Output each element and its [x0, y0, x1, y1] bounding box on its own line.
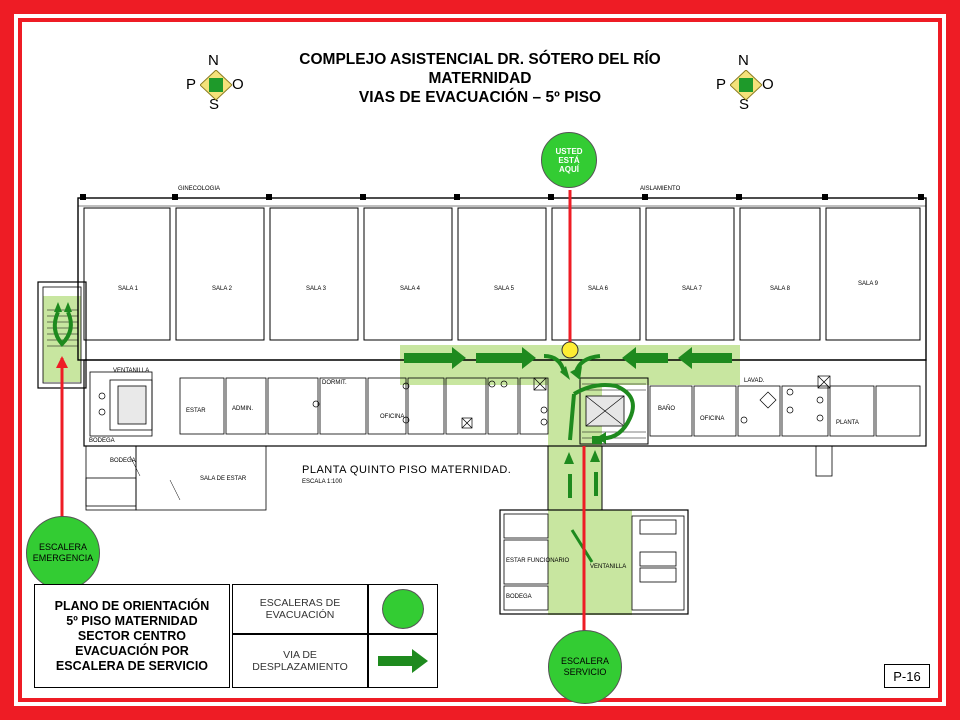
svg-text:BODEGA: BODEGA	[110, 458, 136, 464]
compass-rose-right: N P O S	[716, 52, 776, 116]
svg-text:SALA DE ESTAR: SALA DE ESTAR	[200, 476, 247, 482]
legend-route-label-cell: VIA DE DESPLAZAMIENTO	[232, 634, 368, 688]
legend-green-arrow-icon	[378, 649, 428, 673]
svg-text:VENTANILLA: VENTANILLA	[113, 368, 149, 374]
service-stair-line-1: ESCALERA	[560, 656, 610, 666]
legend-stairs-symbol-cell	[368, 584, 438, 634]
orientation-legend-box: PLANO DE ORIENTACIÓN 5º PISO MATERNIDAD …	[34, 584, 230, 688]
inner-red-frame	[18, 18, 942, 702]
compass-west: P	[716, 76, 727, 93]
legend-line-2: 5º PISO MATERNIDAD	[66, 613, 198, 628]
svg-text:SALA 7: SALA 7	[682, 286, 703, 292]
svg-text:SALA 6: SALA 6	[588, 286, 609, 292]
compass-north: N	[208, 52, 219, 69]
title-line-3: VIAS DE EVACUACIÓN – 5º PISO	[358, 89, 602, 106]
legend-line-5: ESCALERA DE SERVICIO	[55, 658, 209, 673]
plan-code: P-16	[884, 664, 930, 688]
svg-text:SALA 8: SALA 8	[770, 286, 791, 292]
compass-south: S	[209, 96, 220, 113]
compass-west: P	[186, 76, 197, 93]
svg-text:ESTAR FUNCIONARIO: ESTAR FUNCIONARIO	[506, 558, 570, 564]
compass-icon	[200, 70, 232, 100]
svg-text:ADMIN.: ADMIN.	[232, 406, 253, 412]
you-here-line-1: USTED	[555, 146, 583, 156]
service-stair-zone	[548, 510, 632, 615]
legend-stairs-label-cell: ESCALERAS DE EVACUACIÓN	[232, 584, 368, 634]
evacuation-arrows	[404, 347, 732, 369]
svg-text:OFICINA: OFICINA	[380, 414, 404, 420]
legend-route-label: VIA DE DESPLAZAMIENTO	[252, 649, 348, 673]
compass-icon	[730, 70, 762, 100]
current-position-dot	[561, 341, 579, 359]
legend-stairs-label: ESCALERAS DE EVACUACIÓN	[259, 597, 341, 621]
svg-text:SALA 3: SALA 3	[306, 286, 327, 292]
svg-text:SALA 4: SALA 4	[400, 286, 421, 292]
legend-route-symbol-cell	[368, 634, 438, 688]
title-line-1: COMPLEJO ASISTENCIAL DR. SÓTERO DEL RÍO	[299, 51, 661, 68]
svg-text:BAÑO: BAÑO	[658, 405, 675, 412]
title-line-2: MATERNIDAD	[428, 70, 532, 87]
emergency-stair-line-1: ESCALERA	[38, 542, 87, 552]
compass-south: S	[739, 96, 750, 113]
plan-scale: ESCALA 1:100	[302, 479, 343, 485]
svg-text:PLANTA: PLANTA	[836, 420, 859, 426]
emergency-stair-marker: ESCALERA EMERGENCIA	[26, 516, 100, 590]
page-title: COMPLEJO ASISTENCIAL DR. SÓTERO DEL RÍO …	[250, 50, 710, 107]
svg-text:SALA 5: SALA 5	[494, 286, 515, 292]
svg-text:DORMIT.: DORMIT.	[322, 380, 347, 386]
svg-text:OFICINA: OFICINA	[700, 416, 724, 422]
service-stair-line-2: SERVICIO	[563, 667, 607, 677]
svg-text:SALA 9: SALA 9	[858, 281, 879, 287]
wing-left-label: GINECOLOGIA	[178, 186, 220, 192]
you-here-line-2: ESTÁ	[558, 155, 580, 165]
svg-text:BODEGA: BODEGA	[506, 594, 532, 600]
legend-line-4: EVACUACIÓN POR	[75, 643, 189, 658]
compass-east: O	[762, 76, 774, 93]
svg-text:ESTAR: ESTAR	[186, 408, 206, 414]
wing-right-label: AISLAMIENTO	[640, 186, 681, 192]
you-are-here-marker: USTED ESTÁ AQUÍ	[541, 132, 597, 188]
legend-line-3: SECTOR CENTRO	[77, 628, 187, 643]
legend-green-circle-icon	[382, 589, 424, 629]
compass-rose-left: N P O S	[186, 52, 246, 116]
service-stair-marker: ESCALERA SERVICIO	[548, 630, 622, 704]
plan-title: PLANTA QUINTO PISO MATERNIDAD.	[302, 464, 512, 476]
emergency-stair-line-2: EMERGENCIA	[32, 553, 94, 563]
compass-east: O	[232, 76, 244, 93]
compass-north: N	[738, 52, 749, 69]
svg-text:LAVAD.: LAVAD.	[744, 378, 765, 384]
svg-text:SALA 1: SALA 1	[118, 286, 139, 292]
svg-text:BODEGA: BODEGA	[89, 438, 115, 444]
legend-line-1: PLANO DE ORIENTACIÓN	[54, 598, 210, 613]
svg-text:VENTANILLA: VENTANILLA	[590, 564, 626, 570]
svg-text:SALA 2: SALA 2	[212, 286, 233, 292]
you-here-line-3: AQUÍ	[559, 164, 579, 174]
